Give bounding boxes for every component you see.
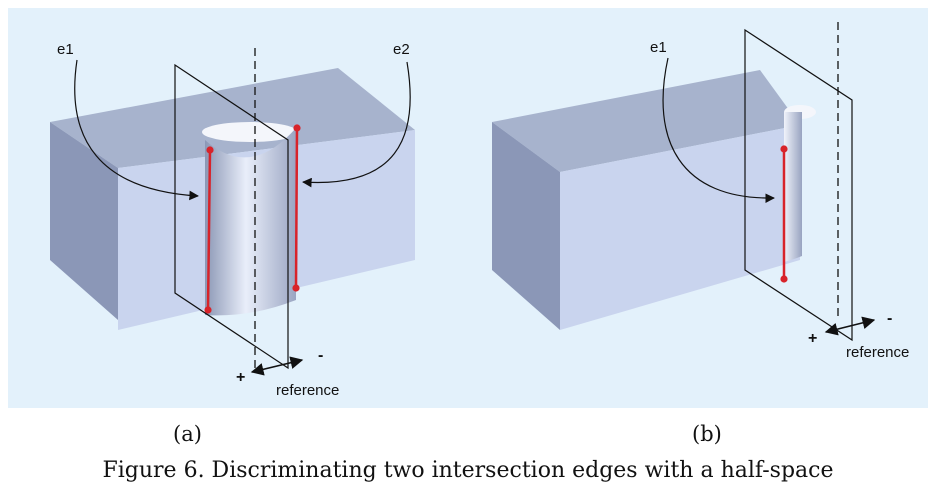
label-e1-a: e1 (57, 41, 74, 58)
leader-e2-a (302, 61, 411, 188)
subcaption-a: (a) (173, 422, 202, 446)
block-b-front-face (560, 125, 800, 330)
block-b-left-face (492, 122, 560, 330)
label-e2-a: e2 (393, 41, 410, 58)
block-a (50, 68, 415, 330)
leader-e1-a (74, 59, 199, 201)
leader-e1-b (662, 57, 775, 203)
direction-arrow-b (824, 316, 876, 336)
label-e1-b: e1 (650, 39, 667, 56)
hole-a-cylinder (205, 128, 296, 316)
block-a-top-face (50, 68, 415, 168)
hole-b-cylinder (784, 112, 802, 262)
block-b-top-face (492, 70, 800, 172)
block-a-left-face (50, 122, 118, 320)
figure-b: e1 + - reference (492, 22, 909, 361)
reference-label-b: reference (846, 344, 909, 361)
half-space-plane-b (744, 28, 853, 342)
hole-a-opening (202, 122, 298, 142)
subcaption-b: (b) (692, 422, 722, 446)
plus-sign-b: + (808, 330, 817, 347)
figure-caption: Figure 6. Discriminating two intersectio… (102, 458, 834, 483)
edge-e1-b (780, 145, 788, 283)
edge-e1-a (204, 146, 214, 314)
reference-label-a: reference (276, 382, 339, 399)
minus-sign-b: - (887, 310, 892, 327)
figure-a: e1 e2 + - reference (50, 41, 415, 399)
minus-sign-a: - (318, 347, 323, 364)
edge-e2-a (292, 124, 301, 292)
direction-arrow-a (250, 356, 304, 376)
block-b (492, 70, 816, 330)
plus-sign-a: + (236, 369, 245, 386)
